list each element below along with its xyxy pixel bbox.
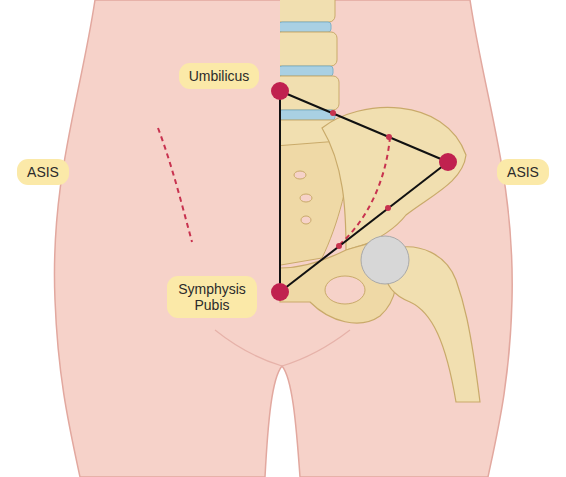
disc [280,66,333,76]
marker-dot [336,243,342,249]
label-text: Umbilicus [189,68,250,84]
obturator-foramen [325,276,365,304]
landmark-line [280,91,448,162]
marker-dot [386,134,392,140]
groin-crease [215,330,350,366]
landmark-label: ASIS [17,159,69,185]
incision-line [338,137,390,246]
body-outline [54,0,512,477]
marker-dot [330,110,336,116]
landmark-label: ASIS [497,159,549,185]
landmark-point [439,153,457,171]
ilium [322,107,466,250]
sacral-foramen [294,171,306,179]
landmark-point [271,283,289,301]
vertebra [280,0,335,22]
landmark-label: Symphysis Pubis [167,276,257,318]
femoral-head [361,236,409,284]
landmark-line [280,162,448,292]
marker-dot [385,205,391,211]
sacral-foramen [301,216,311,224]
landmark-label: Umbilicus [179,63,260,89]
label-text: Symphysis Pubis [177,281,247,313]
label-text: ASIS [27,164,59,180]
vertebra [280,76,339,110]
label-text: ASIS [507,164,539,180]
disc [280,22,331,32]
vertebra [280,32,337,66]
incision-line [158,128,192,242]
landmark-line [279,91,281,292]
sacral-foramen [300,194,312,202]
landmark-point [271,82,289,100]
